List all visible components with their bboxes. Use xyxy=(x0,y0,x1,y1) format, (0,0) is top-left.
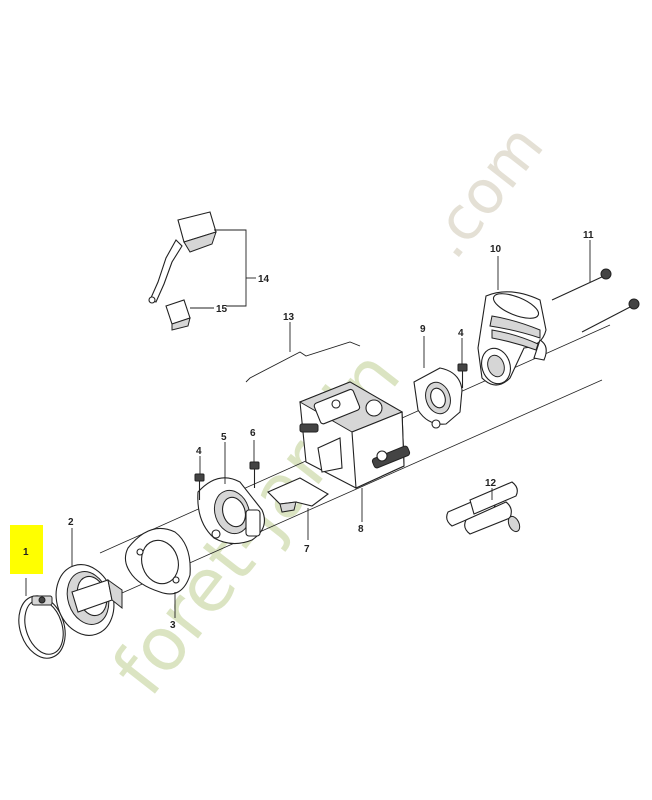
long-bolts-part xyxy=(551,268,640,333)
screws-part xyxy=(194,363,468,500)
part-number-5[interactable]: 5 xyxy=(221,432,227,443)
part-number-9[interactable]: 9 xyxy=(420,324,426,335)
gasket-part xyxy=(124,527,191,595)
part-number-13[interactable]: 13 xyxy=(283,312,295,323)
part-number-4b[interactable]: 4 xyxy=(458,328,464,339)
intake-flange-part xyxy=(55,564,123,636)
part-number-6[interactable]: 6 xyxy=(250,428,256,439)
part-number-11[interactable]: 11 xyxy=(583,230,594,241)
part-number-15[interactable]: 15 xyxy=(216,304,228,315)
choke-lever-part xyxy=(148,211,217,304)
leader-lines xyxy=(25,229,591,618)
part-number-2[interactable]: 2 xyxy=(68,517,74,528)
intake-boot-part xyxy=(477,291,547,386)
tubes-part xyxy=(446,481,521,535)
part-number-4a[interactable]: 4 xyxy=(196,446,202,457)
part-number-12[interactable]: 12 xyxy=(485,478,497,489)
clip-part xyxy=(165,299,191,331)
hose-clamp-part xyxy=(18,595,66,659)
wire-link-part xyxy=(245,341,361,383)
part-number-8[interactable]: 8 xyxy=(358,524,364,535)
part-number-10[interactable]: 10 xyxy=(490,244,502,255)
part-number-7[interactable]: 7 xyxy=(304,544,310,555)
part-number-3[interactable]: 3 xyxy=(170,620,176,631)
highlight-box xyxy=(10,525,43,574)
watermark-domain-text: .com xyxy=(412,112,558,271)
part-number-labels: 1 2 3 4 5 6 7 8 9 4 10 11 12 13 14 15 xyxy=(23,230,594,631)
carburetor-part xyxy=(298,381,411,489)
part-number-14[interactable]: 14 xyxy=(258,274,270,285)
plate-part xyxy=(267,477,329,513)
part-number-1[interactable]: 1 xyxy=(23,547,29,558)
spacer-flange-part xyxy=(413,367,463,429)
intake-adapter-part xyxy=(197,477,265,545)
